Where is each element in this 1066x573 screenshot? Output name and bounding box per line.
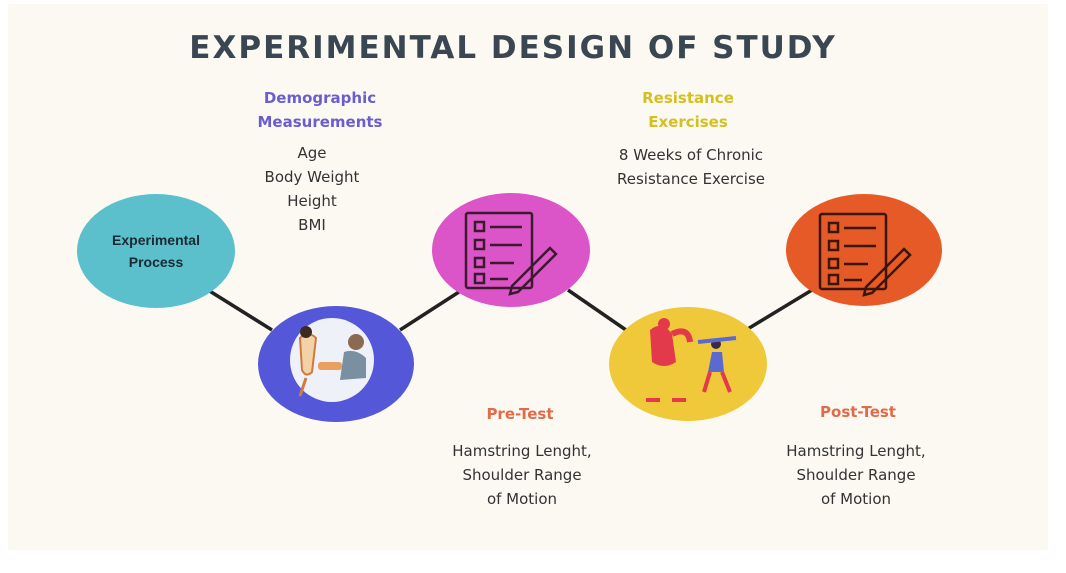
demographic-heading: Demographic Measurements	[220, 86, 420, 134]
exercise-illustration-icon	[646, 318, 737, 402]
pre-test-heading: Pre-Test	[486, 405, 554, 423]
exercise-circle	[609, 307, 767, 421]
experimental-process-circle	[77, 194, 235, 308]
demographic-heading-line2: Measurements	[257, 113, 383, 131]
resistance-heading-line1: Resistance	[642, 89, 734, 107]
checklist-icon	[464, 211, 558, 296]
pre-test-item: Shoulder Range	[462, 466, 582, 484]
demographic-list: Age Body Weight Height BMI	[232, 141, 392, 237]
resistance-heading: Resistance Exercises	[588, 86, 788, 134]
experimental-process-label-line1: Experimental	[112, 232, 200, 248]
checklist-icon	[818, 212, 912, 297]
pre-test-circle	[432, 193, 590, 307]
pre-test-item: Hamstring Lenght,	[452, 442, 592, 460]
post-test-item: of Motion	[820, 490, 892, 508]
experimental-process-label-line2: Process	[128, 254, 184, 270]
post-test-list: Hamstring Lenght, Shoulder Range of Moti…	[756, 439, 956, 511]
post-test-heading: Post-Test	[820, 403, 896, 421]
resistance-list: 8 Weeks of Chronic Resistance Exercise	[574, 143, 808, 191]
demographic-item: Body Weight	[264, 168, 360, 186]
page-title: EXPERIMENTAL DESIGN OF STUDY	[189, 30, 837, 66]
measurement-illustration-icon	[290, 318, 374, 402]
demographic-heading-line1: Demographic	[263, 89, 377, 107]
pre-test-item: of Motion	[486, 490, 558, 508]
connector-3	[567, 288, 627, 332]
connector-1	[207, 288, 273, 332]
post-test-circle	[786, 194, 942, 306]
resistance-item: 8 Weeks of Chronic	[618, 146, 764, 164]
experimental-process-label: Experimental Process	[86, 229, 226, 273]
resistance-heading-line2: Exercises	[648, 113, 728, 131]
connector-2	[399, 288, 463, 332]
pre-test-list: Hamstring Lenght, Shoulder Range of Moti…	[422, 439, 622, 511]
connector-4	[745, 288, 813, 332]
demographic-item: Age	[297, 144, 327, 162]
post-test-item: Hamstring Lenght,	[786, 442, 926, 460]
demographic-item: Height	[287, 192, 337, 210]
post-test-item: Shoulder Range	[796, 466, 916, 484]
resistance-item: Resistance Exercise	[616, 170, 765, 188]
demographic-item: BMI	[298, 216, 326, 234]
connector-lines	[207, 288, 813, 332]
